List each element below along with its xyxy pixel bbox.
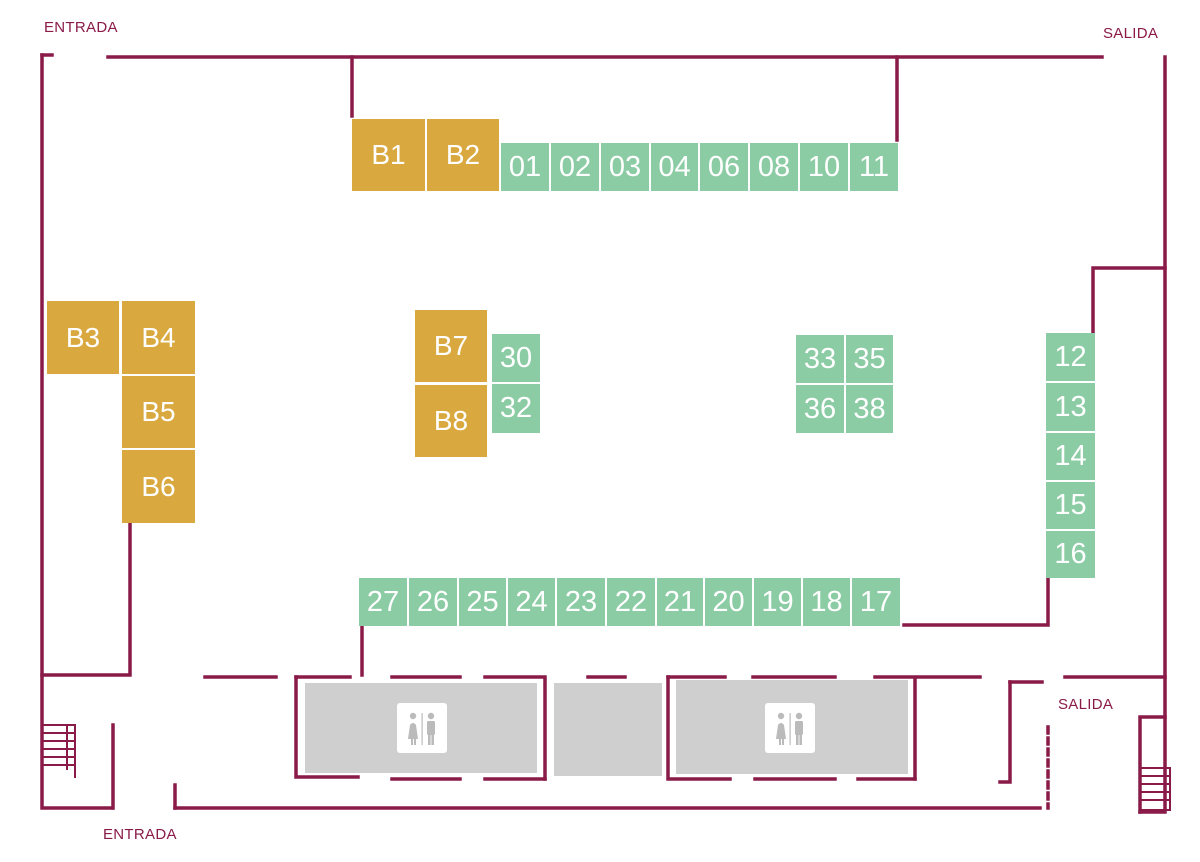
stand-17[interactable]: 17 xyxy=(852,578,900,626)
stand-26[interactable]: 26 xyxy=(409,578,457,626)
stand-12[interactable]: 12 xyxy=(1046,333,1095,381)
stand-32[interactable]: 32 xyxy=(492,384,540,433)
stand-16[interactable]: 16 xyxy=(1046,531,1095,578)
stand-06[interactable]: 06 xyxy=(700,143,748,191)
stand-02[interactable]: 02 xyxy=(551,143,599,191)
stand-36[interactable]: 36 xyxy=(796,385,844,433)
stand-20[interactable]: 20 xyxy=(705,578,752,626)
stand-35[interactable]: 35 xyxy=(846,335,893,383)
stand-23[interactable]: 23 xyxy=(557,578,605,626)
stand-b2[interactable]: B2 xyxy=(427,119,499,191)
stand-b1[interactable]: B1 xyxy=(352,119,425,191)
restroom-icon xyxy=(765,703,815,753)
stand-08[interactable]: 08 xyxy=(750,143,798,191)
restroom-icon xyxy=(397,703,447,753)
entrance-label-bottom: ENTRADA xyxy=(103,826,177,843)
stand-18[interactable]: 18 xyxy=(803,578,850,626)
stand-15[interactable]: 15 xyxy=(1046,482,1095,529)
stand-14[interactable]: 14 xyxy=(1046,433,1095,480)
service-area xyxy=(554,683,662,776)
stand-b8[interactable]: B8 xyxy=(415,385,487,457)
stand-04[interactable]: 04 xyxy=(651,143,698,191)
stand-24[interactable]: 24 xyxy=(508,578,555,626)
stand-10[interactable]: 10 xyxy=(800,143,848,191)
exit-label-top: SALIDA xyxy=(1103,25,1159,42)
stand-b6[interactable]: B6 xyxy=(122,450,195,523)
stairs-icon xyxy=(1139,767,1171,811)
stand-19[interactable]: 19 xyxy=(754,578,801,626)
stand-03[interactable]: 03 xyxy=(601,143,649,191)
stand-22[interactable]: 22 xyxy=(607,578,655,626)
stand-25[interactable]: 25 xyxy=(459,578,506,626)
stand-13[interactable]: 13 xyxy=(1046,383,1095,431)
walls xyxy=(40,53,1167,814)
stairs-icon xyxy=(42,724,76,778)
exit-label-bottom: SALIDA xyxy=(1058,696,1114,713)
stand-38[interactable]: 38 xyxy=(846,385,893,433)
stand-b7[interactable]: B7 xyxy=(415,310,487,382)
stand-21[interactable]: 21 xyxy=(657,578,703,626)
stand-11[interactable]: 11 xyxy=(850,143,898,191)
stand-b3[interactable]: B3 xyxy=(47,301,119,374)
stand-b5[interactable]: B5 xyxy=(122,376,195,448)
stand-01[interactable]: 01 xyxy=(501,143,549,191)
entrance-label-top: ENTRADA xyxy=(44,19,118,36)
stand-33[interactable]: 33 xyxy=(796,335,844,383)
stand-30[interactable]: 30 xyxy=(492,334,540,382)
stand-b4[interactable]: B4 xyxy=(122,301,195,374)
stand-27[interactable]: 27 xyxy=(359,578,407,626)
